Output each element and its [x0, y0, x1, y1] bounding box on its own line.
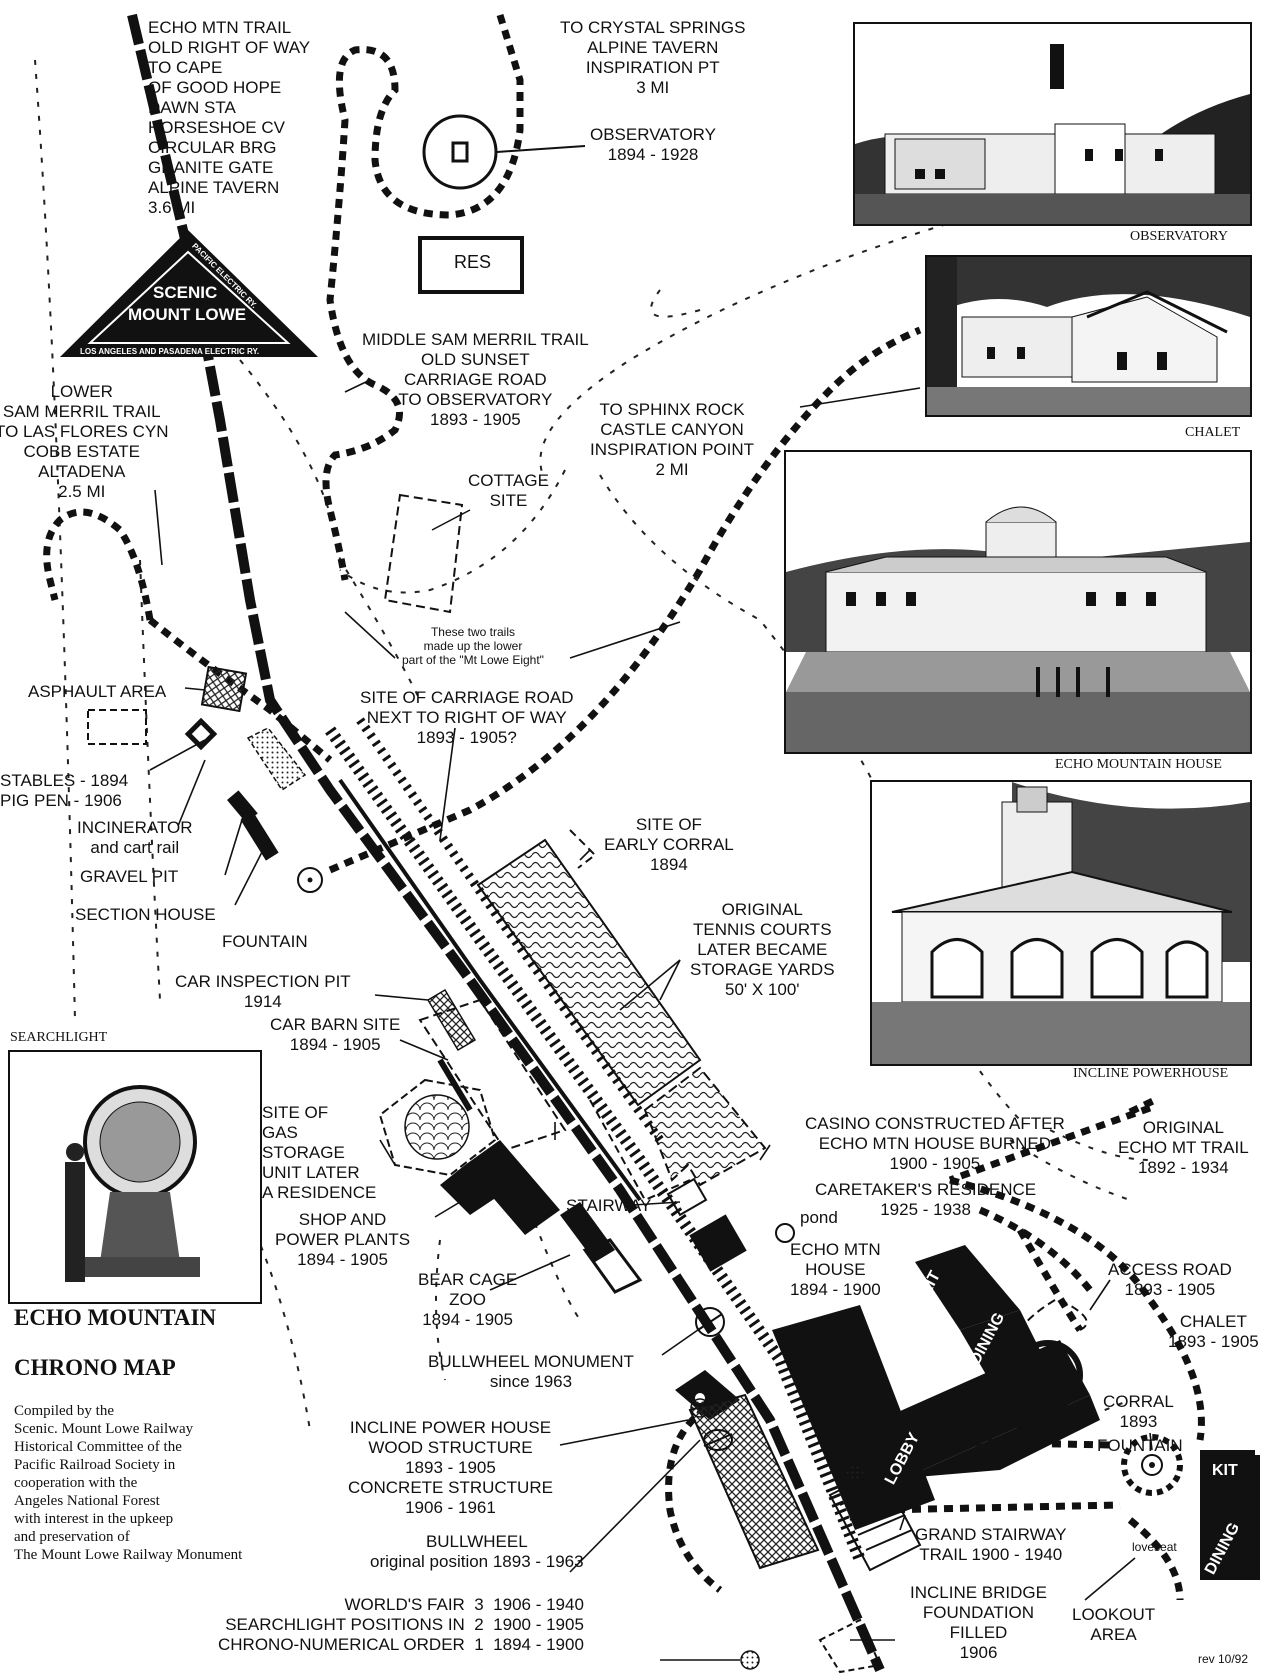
searchlight-pos-3 — [690, 1398, 710, 1418]
label-sphinx-rock: TO SPHINX ROCK CASTLE CANYON INSPIRATION… — [590, 400, 755, 479]
label-original-echo-trail: ORIGINAL ECHO MT TRAIL 1892 - 1934 — [1118, 1118, 1249, 1177]
caption-echo-mountain-house: ECHO MOUNTAIN HOUSE — [1055, 757, 1222, 772]
credit-text: Compiled by the Scenic. Mount Lowe Railw… — [14, 1403, 243, 1563]
label-two-trails: These two trails made up the lower part … — [402, 625, 544, 667]
caption-searchlight: SEARCHLIGHT — [10, 1030, 108, 1045]
photo-echo-mountain-house — [784, 450, 1252, 754]
fountain-right-symbol — [1121, 1434, 1183, 1496]
label-section-house: SECTION HOUSE — [75, 905, 216, 924]
section-house — [240, 811, 279, 861]
echo-mtn-house-building — [772, 1245, 1100, 1530]
label-bullwheel: BULLWHEEL original position 1893 - 1963 — [370, 1532, 584, 1571]
label-incline-bridge: INCLINE BRIDGE FOUNDATION FILLED 1906 — [910, 1583, 1047, 1662]
label-stairway: STAIRWAY — [566, 1196, 652, 1215]
title-line1: ECHO MOUNTAIN — [14, 1305, 217, 1330]
label-early-corral: SITE OF EARLY CORRAL 1894 — [604, 815, 734, 874]
label-echo-mtn-trail: ECHO MTN TRAIL OLD RIGHT OF WAY TO CAPE … — [148, 18, 311, 217]
searchlight-pos-2 — [845, 1463, 865, 1483]
label-shop-power: SHOP AND POWER PLANTS 1894 - 1905 — [275, 1210, 411, 1269]
label-casino: CASINO CONSTRUCTED AFTER ECHO MTN HOUSE … — [805, 1114, 1065, 1173]
asphault-area — [200, 665, 248, 713]
title-line2: CHRONO MAP — [14, 1355, 176, 1380]
searchlight-pos-1 — [740, 1650, 760, 1670]
res-building-top — [418, 236, 524, 294]
label-gas-storage: SITE OF GAS STORAGE UNIT LATER A RESIDEN… — [262, 1103, 377, 1202]
minor-trails — [34, 59, 1151, 1451]
shop-power-plants — [465, 1140, 560, 1235]
incinerator-site — [246, 727, 307, 792]
label-bear-cage: BEAR CAGE ZOO 1894 - 1905 — [418, 1270, 518, 1329]
label-searchlight-positions: WORLD'S FAIR 3 1906 - 1940 SEARCHLIGHT P… — [218, 1595, 584, 1654]
label-loveseat: loveseat — [1132, 1540, 1177, 1554]
logo-line1: SCENIC — [153, 283, 218, 302]
label-asphault: ASPHAULT AREA — [28, 682, 167, 701]
leader-lines — [149, 379, 1153, 1661]
building-kit-right: KIT — [1212, 1462, 1238, 1479]
incline-bridge — [818, 1618, 882, 1674]
caption-incline-powerhouse: INCLINE POWERHOUSE — [1073, 1066, 1229, 1081]
label-grand-stairway: GRAND STAIRWAY TRAIL 1900 - 1940 — [915, 1525, 1067, 1564]
res-label-top: RES — [454, 252, 492, 272]
car-barn-site — [418, 998, 567, 1152]
photo-chalet — [925, 255, 1252, 417]
photo-searchlight — [8, 1050, 262, 1304]
bear-cage — [560, 1202, 615, 1262]
fountain-left-symbol — [297, 867, 323, 893]
label-stables: STABLES - 1894 PIG PEN - 1906 — [0, 771, 129, 810]
logo-bottom: LOS ANGELES AND PASADENA ELECTRIC RY. — [80, 347, 260, 356]
label-echo-mtn-house: ECHO MTN HOUSE 1894 - 1900 — [790, 1240, 881, 1299]
caption-observatory: OBSERVATORY — [1130, 229, 1228, 244]
pond — [775, 1223, 795, 1243]
label-access-road: ACCESS ROAD 1893 - 1905 — [1108, 1260, 1232, 1299]
label-lookout: LOOKOUT AREA — [1072, 1605, 1156, 1644]
label-crystal-springs: TO CRYSTAL SPRINGS ALPINE TAVERN INSPIRA… — [560, 18, 746, 97]
label-corral: CORRAL 1893 — [1103, 1392, 1174, 1431]
label-observatory: OBSERVATORY 1894 - 1928 — [590, 125, 716, 164]
tennis-courts — [476, 838, 702, 1107]
cottage-site — [383, 493, 464, 614]
label-caretaker: CARETAKER'S RESIDENCE 1925 - 1938 — [815, 1180, 1037, 1219]
photo-incline-powerhouse — [870, 780, 1252, 1066]
label-fountain-right: FOUNTAIN — [1097, 1436, 1183, 1455]
res-label-mid: RES — [1030, 1364, 1068, 1384]
scenic-mount-lowe-logo — [60, 230, 318, 357]
storage-yards — [643, 1066, 767, 1187]
chalet-building — [1200, 1450, 1260, 1580]
label-rev: rev 10/92 — [1198, 1652, 1249, 1666]
stairway — [666, 1177, 708, 1217]
observatory-symbol — [422, 114, 586, 190]
major-trails — [43, 13, 1205, 1601]
label-bullwheel-monument: BULLWHEEL MONUMENT since 1963 — [428, 1352, 634, 1391]
label-chalet: CHALET 1893 - 1905 — [1168, 1312, 1259, 1351]
incline-power-house-site — [675, 1370, 820, 1570]
car-inspection-pit — [426, 988, 477, 1052]
stables-site — [87, 709, 147, 745]
incline-tracks — [325, 717, 866, 1563]
label-inspection-pit: CAR INSPECTION PIT 1914 — [175, 972, 351, 1011]
label-gravel-pit: GRAVEL PIT — [80, 867, 179, 886]
gas-storage-site — [378, 1078, 497, 1177]
label-incinerator: INCINERATOR and cart rail — [77, 818, 193, 857]
label-incline-power-house: INCLINE POWER HOUSE WOOD STRUCTURE 1893 … — [348, 1418, 553, 1517]
logo-line2: MOUNT LOWE — [128, 305, 247, 324]
label-middle-sam-merril: MIDDLE SAM MERRIL TRAIL OLD SUNSET CARRI… — [362, 330, 589, 429]
label-lower-sam-merril: LOWER SAM MERRIL TRAIL TO LAS FLORES CYN… — [0, 382, 169, 501]
photo-observatory — [853, 22, 1252, 226]
label-tennis: ORIGINAL TENNIS COURTS LATER BECAME STOR… — [690, 900, 835, 999]
label-carriage-road: SITE OF CARRIAGE ROAD NEXT TO RIGHT OF W… — [360, 688, 574, 747]
label-car-barn: CAR BARN SITE 1894 - 1905 — [270, 1015, 401, 1054]
caption-chalet: CHALET — [1185, 425, 1241, 440]
res-building-mid — [1013, 1340, 1083, 1410]
label-pond: pond — [800, 1208, 838, 1227]
caretaker-residence — [689, 1214, 747, 1272]
grand-stairway — [828, 1468, 922, 1572]
label-fountain-left: FOUNTAIN — [222, 932, 308, 951]
label-cottage-site: COTTAGE SITE — [468, 471, 549, 510]
bullwheel-monument — [695, 1307, 725, 1337]
